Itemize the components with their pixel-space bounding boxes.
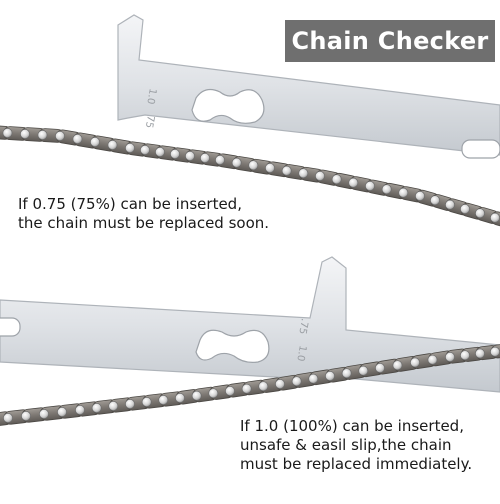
title-text: Chain Checker bbox=[291, 27, 489, 55]
chain-roller bbox=[107, 140, 118, 150]
chain-roller bbox=[275, 379, 285, 389]
chain-roller bbox=[427, 354, 438, 365]
tool-mark-top-a: 1.0 bbox=[144, 87, 158, 105]
chain-roller bbox=[39, 409, 49, 419]
chain-roller bbox=[90, 137, 100, 147]
chain-roller bbox=[108, 401, 119, 411]
chain-roller bbox=[291, 376, 302, 387]
chain-roller bbox=[392, 360, 403, 371]
chain-roller bbox=[460, 350, 470, 361]
caption-bottom: If 1.0 (100%) can be inserted, unsafe & … bbox=[240, 417, 472, 474]
chain-roller bbox=[125, 143, 135, 153]
chain-roller bbox=[141, 397, 152, 407]
chain-roller bbox=[91, 403, 102, 413]
chain-roller bbox=[325, 371, 335, 381]
title-banner: Chain Checker bbox=[285, 20, 495, 62]
chain-roller bbox=[348, 177, 359, 188]
chain-roller bbox=[3, 413, 13, 423]
caption-top-line-2: the chain must be replaced soon. bbox=[18, 214, 270, 232]
chain-checker-tool-bottom: .75 1.0 bbox=[0, 256, 500, 393]
chain-roller bbox=[365, 181, 375, 191]
chain-roller bbox=[430, 195, 440, 206]
bicycle-chain-bottom bbox=[0, 343, 500, 427]
chain-roller bbox=[125, 399, 135, 409]
caption-top: If 0.75 (75%) can be inserted, the chain… bbox=[18, 195, 269, 233]
tool-mark-top-b: 75 bbox=[143, 114, 156, 128]
chain-roller bbox=[298, 168, 309, 179]
chain-roller bbox=[155, 147, 165, 157]
chain-roller bbox=[331, 174, 342, 185]
chain-roller bbox=[375, 363, 385, 373]
caption-bottom-line-3: must be replaced immediately. bbox=[240, 455, 473, 473]
chain-roller bbox=[475, 208, 485, 219]
chain-roller bbox=[281, 165, 292, 176]
chain-roller bbox=[258, 381, 269, 392]
chain-roller bbox=[75, 405, 85, 415]
chain-roller bbox=[445, 352, 455, 362]
bicycle-chain-top bbox=[0, 125, 500, 229]
chain-roller bbox=[225, 386, 235, 396]
tool-mark-bottom-b: 1.0 bbox=[294, 344, 308, 362]
chain-roller bbox=[185, 151, 195, 161]
chain-roller bbox=[55, 131, 65, 141]
chain-roller bbox=[415, 191, 425, 201]
chain-roller bbox=[265, 163, 275, 173]
chain-roller bbox=[241, 383, 252, 394]
caption-top-line-1: If 0.75 (75%) can be inserted, bbox=[18, 195, 242, 213]
chain-roller bbox=[57, 407, 67, 417]
chain-roller bbox=[460, 204, 470, 214]
chain-roller bbox=[381, 184, 392, 195]
chain-roller bbox=[398, 187, 409, 198]
caption-bottom-line-2: unsafe & easil slip,the chain bbox=[240, 436, 452, 454]
chain-roller bbox=[21, 411, 31, 421]
chain-checker-tool-top: 1.0 75 bbox=[117, 14, 500, 159]
chain-roller bbox=[410, 357, 420, 368]
chain-roller bbox=[215, 155, 225, 165]
chain-roller bbox=[140, 145, 150, 155]
chain-roller bbox=[170, 149, 180, 159]
chain-roller bbox=[308, 373, 319, 384]
chain-roller bbox=[445, 199, 455, 210]
chain-roller bbox=[37, 130, 48, 140]
chain-roller bbox=[200, 153, 210, 163]
chain-roller bbox=[248, 160, 259, 171]
chain-roller bbox=[475, 348, 485, 359]
chain-roller bbox=[72, 134, 83, 144]
chain-roller bbox=[231, 157, 242, 168]
chain-roller bbox=[490, 346, 500, 357]
caption-bottom-line-1: If 1.0 (100%) can be inserted, bbox=[240, 417, 464, 435]
chain-roller bbox=[315, 171, 325, 181]
chain-roller bbox=[158, 395, 169, 405]
chain-roller bbox=[490, 212, 500, 223]
chain-roller bbox=[175, 393, 185, 403]
chain-roller bbox=[2, 128, 13, 138]
chain-roller bbox=[341, 368, 352, 379]
chain-roller bbox=[208, 388, 219, 399]
tool-mark-bottom-a: .75 bbox=[296, 317, 310, 335]
chain-roller bbox=[20, 129, 30, 139]
chain-roller bbox=[191, 390, 202, 401]
chain-roller bbox=[358, 365, 369, 376]
